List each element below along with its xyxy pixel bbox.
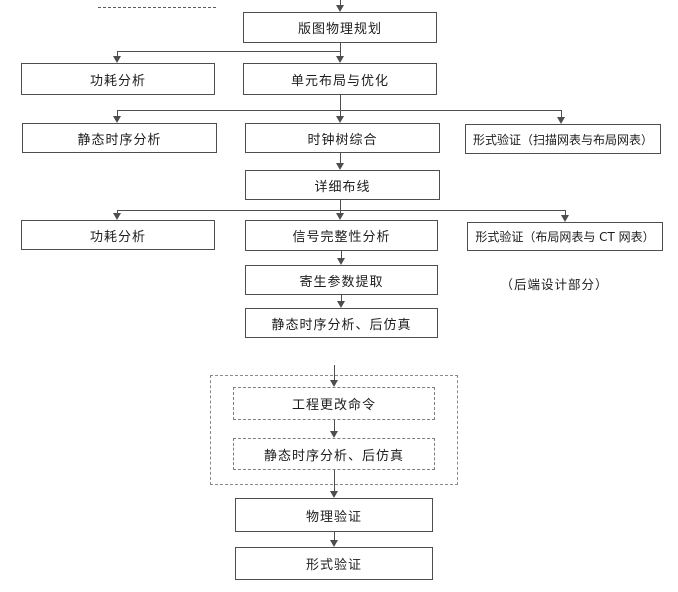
arrow-down-icon: [336, 56, 344, 63]
flow-box-power-analysis-2: 功耗分析: [21, 220, 215, 250]
connector-line: [565, 210, 566, 216]
connector-line: [340, 210, 341, 214]
connector-line: [340, 200, 341, 210]
flow-box-formal-verification-scan: 形式验证（扫描网表与布局网表）: [465, 124, 661, 154]
arrow-down-icon: [561, 215, 569, 222]
flow-box-signal-integrity: 信号完整性分析: [245, 220, 438, 251]
connector-line: [117, 51, 341, 52]
arrow-down-icon: [330, 431, 338, 438]
connector-line: [117, 210, 118, 214]
connector-line: [561, 110, 562, 118]
connector-line: [340, 0, 341, 6]
arrow-down-icon: [113, 116, 121, 123]
flow-box-power-analysis-1: 功耗分析: [21, 63, 215, 95]
connector-line: [340, 43, 341, 57]
flow-box-formal-verification-final: 形式验证: [235, 547, 433, 580]
flow-box-sta-post-sim-2: 静态时序分析、后仿真: [233, 438, 435, 470]
flow-box-static-timing-analysis-1: 静态时序分析: [22, 123, 217, 153]
flow-box-parasitic-extraction: 寄生参数提取: [245, 265, 438, 295]
arrow-down-icon: [336, 116, 344, 123]
connector-line: [341, 251, 342, 259]
flow-box-physical-verification: 物理验证: [235, 498, 433, 532]
connector-line: [117, 110, 562, 111]
arrow-down-icon: [330, 540, 338, 547]
backend-annotation: （后端设计部分）: [500, 276, 609, 292]
arrow-down-icon: [337, 258, 345, 265]
arrow-down-icon: [330, 380, 338, 387]
connector-line: [334, 420, 335, 432]
connector-line: [340, 110, 341, 117]
arrow-down-icon: [336, 163, 344, 170]
arrow-down-icon: [336, 5, 344, 12]
connector-line: [334, 532, 335, 542]
arrow-down-icon: [336, 213, 344, 220]
arrow-down-icon: [557, 117, 565, 124]
flow-box-clock-tree-synthesis: 时钟树综合: [245, 123, 440, 153]
connector-line: [117, 51, 118, 57]
connector-line: [117, 210, 566, 211]
flow-box-layout-physical-planning: 版图物理规划: [243, 12, 437, 43]
arrow-down-icon: [113, 213, 121, 220]
flow-box-eco: 工程更改命令: [233, 387, 435, 420]
connector-line: [117, 110, 118, 117]
connector-line: [334, 365, 335, 381]
connector-line: [341, 295, 342, 302]
arrow-down-icon: [113, 56, 121, 63]
arrow-down-icon: [337, 301, 345, 308]
flow-box-placement-optimization: 单元布局与优化: [243, 63, 437, 95]
top-dashed-line: [98, 7, 216, 8]
arrow-down-icon: [330, 491, 338, 498]
flow-box-sta-post-sim-1: 静态时序分析、后仿真: [245, 308, 438, 338]
connector-line: [340, 153, 341, 164]
connector-line: [334, 470, 335, 492]
connector-line: [340, 95, 341, 110]
flow-box-detailed-routing: 详细布线: [245, 170, 440, 200]
flow-box-formal-verification-ct: 形式验证（布局网表与 CT 网表）: [467, 222, 663, 251]
